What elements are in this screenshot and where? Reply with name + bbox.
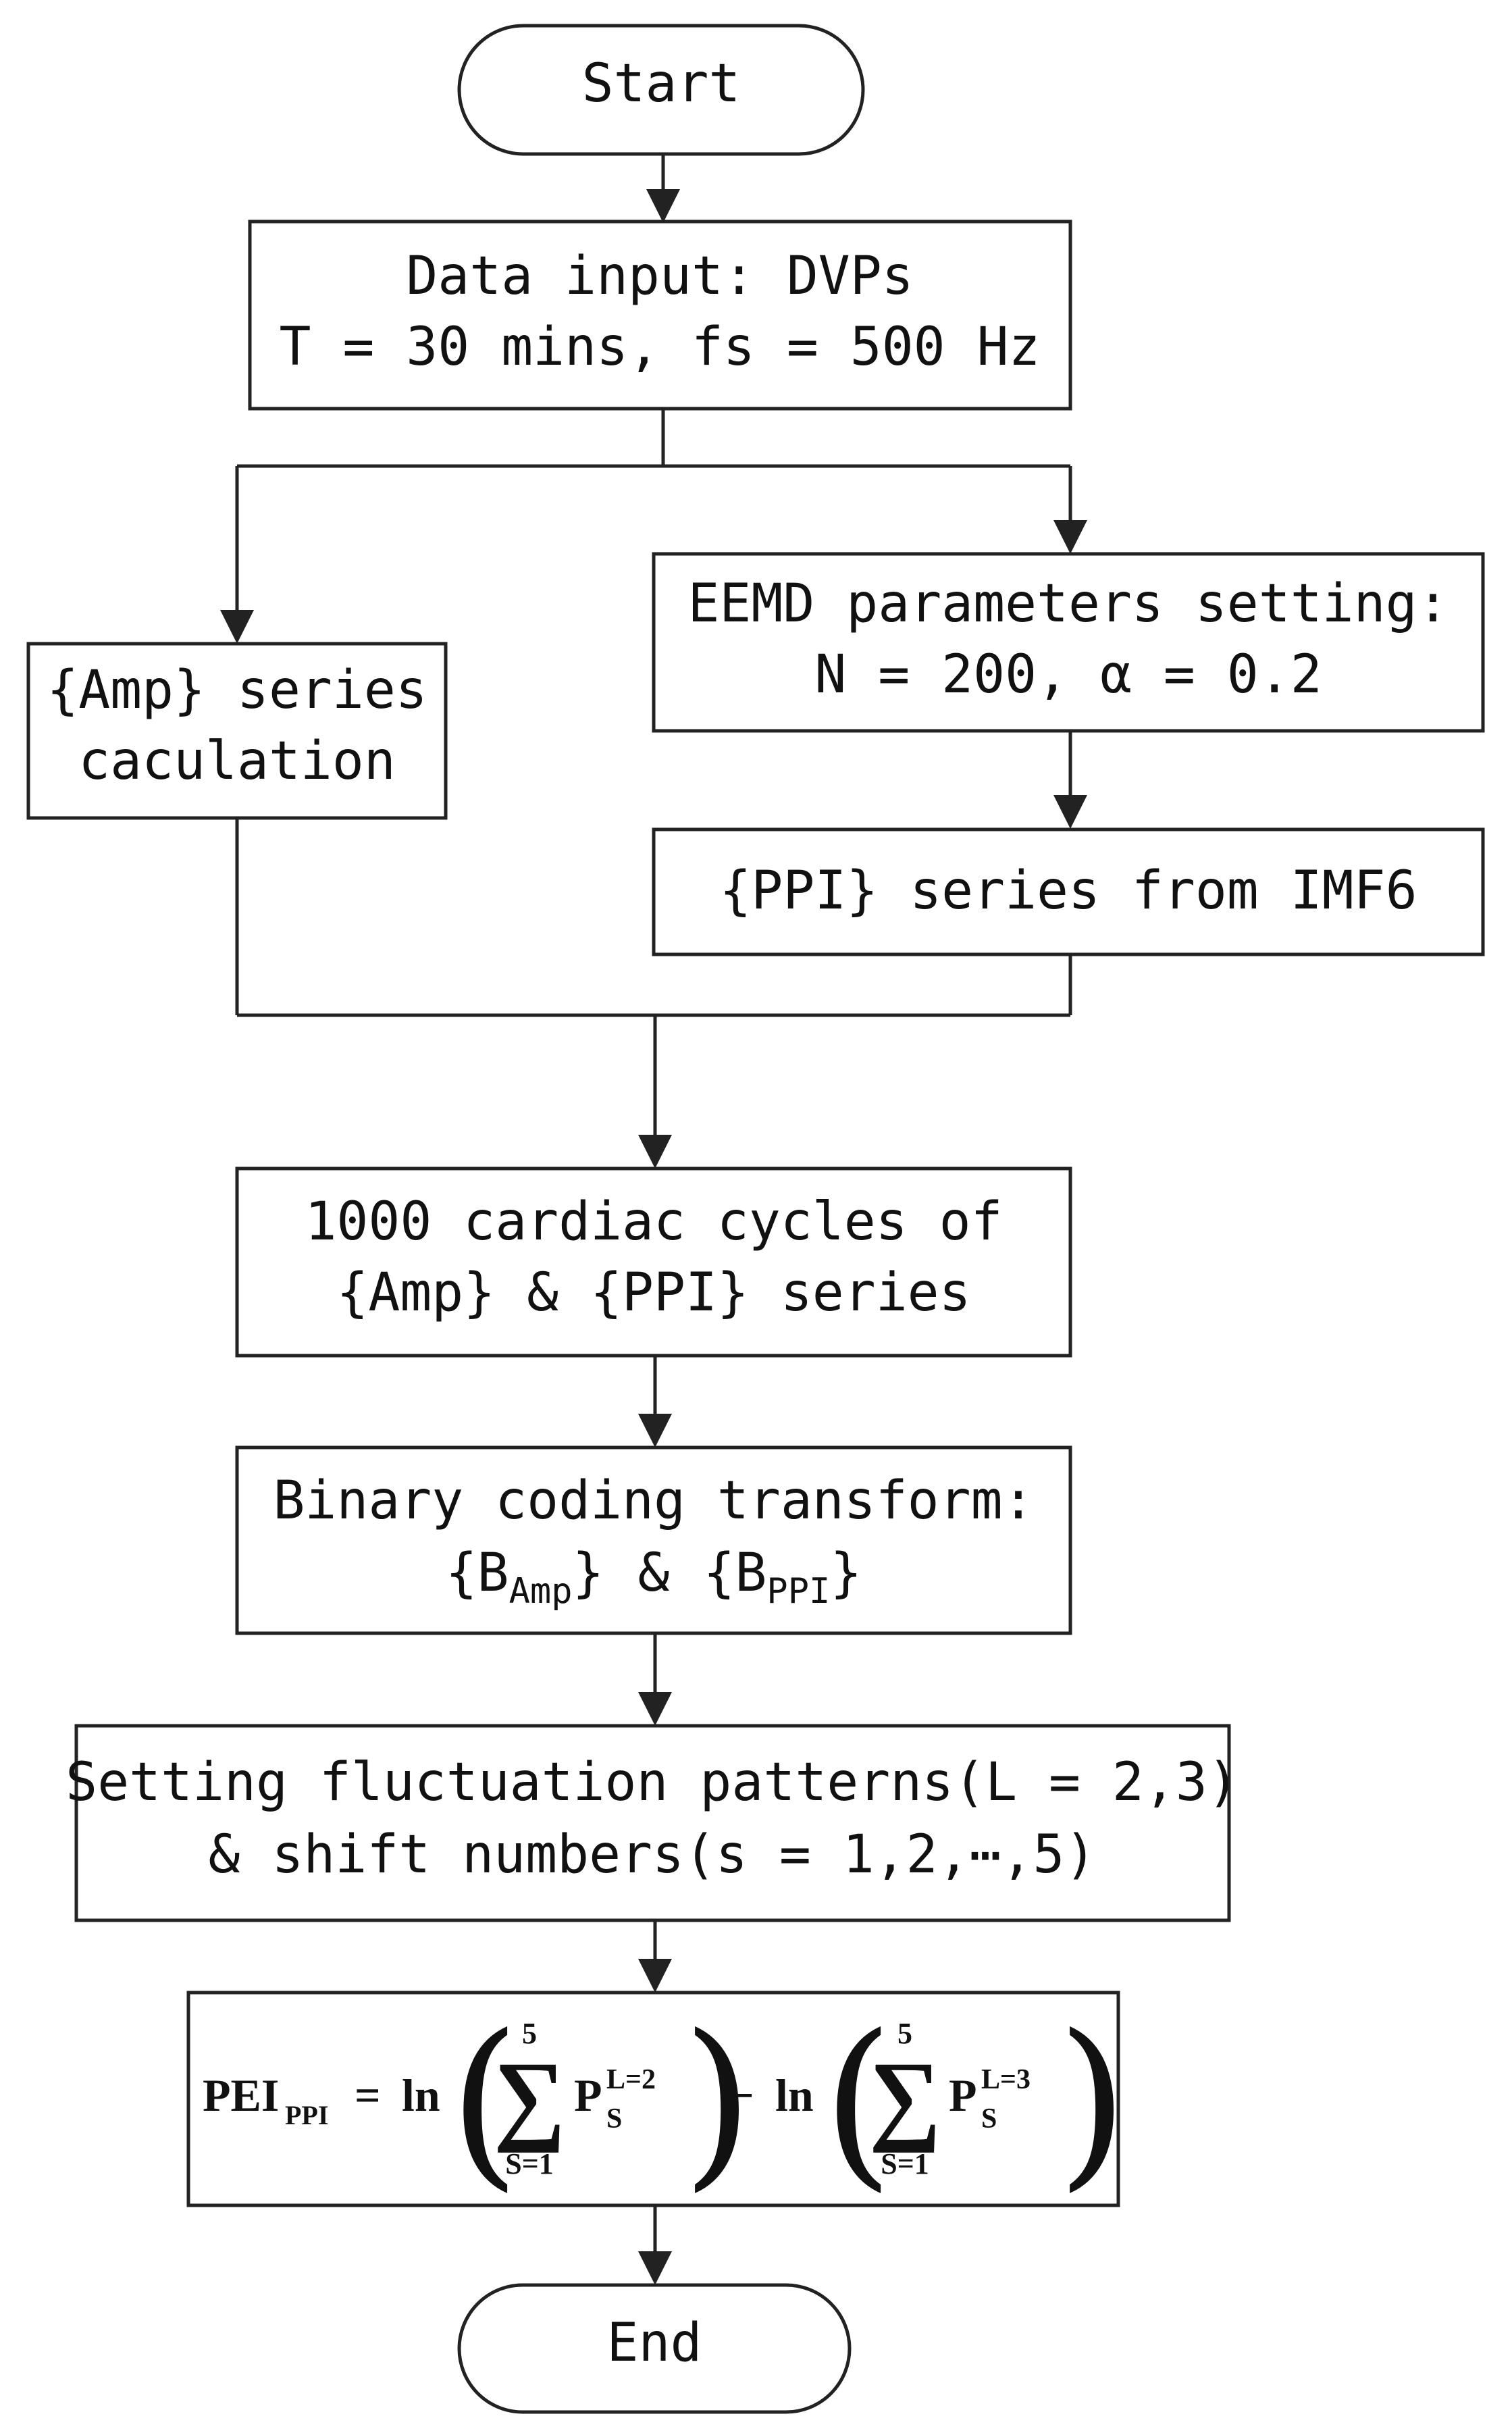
formula-sum-bottom-2: S=1 — [881, 2147, 929, 2180]
binary-sub1: Amp — [509, 1571, 573, 1612]
formula-p-2: P — [949, 2070, 977, 2121]
formula-sum-top-2: 5 — [897, 2017, 912, 2050]
formula-lhs-sub: PPI — [285, 2100, 328, 2130]
cycles-node: 1000 cardiac cycles of {Amp} & {PPI} ser… — [235, 1167, 1072, 1358]
amp-line1: {Amp} series — [47, 660, 427, 721]
eemd-node: EEMD parameters setting: N = 200, α = 0.… — [652, 552, 1485, 733]
binary-close2: } — [830, 1543, 862, 1604]
end-label: End — [607, 2313, 702, 2374]
binary-open2: {B — [703, 1543, 766, 1604]
patterns-line2: & shift numbers(s = 1,2,⋯,5) — [209, 1824, 1097, 1885]
patterns-line1: Setting fluctuation patterns(L = 2,3) — [66, 1752, 1239, 1813]
ppi-label: {PPI} series from IMF6 — [719, 861, 1417, 921]
binary-open1: {B — [446, 1543, 509, 1604]
start-node: Start — [457, 24, 865, 156]
cycles-line2: {Amp} & {PPI} series — [336, 1262, 970, 1323]
binary-amp-sep: & — [638, 1543, 670, 1604]
formula-ln-2: ln — [775, 2070, 814, 2121]
formula-paren-open-2: ( — [823, 1995, 893, 2208]
data-input-line1: Data input: DVPs — [406, 246, 913, 307]
formula-node: PEI PPI = ln ( 5 ∑ S=1 P L=2 S ) − ln ( … — [186, 1991, 1128, 2208]
formula-sum-symbol-2: ∑ — [869, 2041, 941, 2153]
formula-lhs: PEI — [203, 2070, 279, 2121]
amp-node: {Amp} series caculation — [26, 642, 448, 820]
data-input-line2: T = 30 mins, fs = 500 Hz — [279, 317, 1040, 378]
formula-p-1: P — [574, 2070, 602, 2121]
formula-sum-top-1: 5 — [522, 2017, 537, 2050]
edges — [220, 154, 1087, 2285]
formula-p-sub-2: S — [981, 2103, 997, 2134]
formula-minus: − — [728, 2070, 754, 2121]
binary-sub2: PPI — [766, 1571, 830, 1612]
formula-p-sub-1: S — [606, 2103, 622, 2134]
cycles-line1: 1000 cardiac cycles of — [305, 1191, 1002, 1252]
binary-node: Binary coding transform: {BAmp}&{BPPI} — [235, 1445, 1072, 1635]
amp-line2: caculation — [78, 731, 396, 792]
formula-paren-close-1: ) — [682, 1995, 753, 2208]
end-node: End — [457, 2283, 852, 2414]
formula-sum-bottom-1: S=1 — [505, 2147, 554, 2180]
patterns-node: Setting fluctuation patterns(L = 2,3) & … — [66, 1724, 1239, 1922]
binary-line1: Binary coding transform: — [273, 1470, 1034, 1531]
formula-p-sup-2: L=3 — [981, 2064, 1031, 2095]
formula-p-sup-1: L=2 — [606, 2064, 656, 2095]
formula-sum-symbol-1: ∑ — [494, 2041, 566, 2153]
eemd-line2: N = 200, α = 0.2 — [814, 644, 1322, 705]
data-input-node: Data input: DVPs T = 30 mins, fs = 500 H… — [248, 220, 1072, 411]
formula-paren-close-2: ) — [1057, 1995, 1128, 2208]
ppi-node: {PPI} series from IMF6 — [652, 827, 1485, 956]
binary-close1: } — [573, 1543, 604, 1604]
start-label: Start — [582, 53, 741, 114]
eemd-line1: EEMD parameters setting: — [687, 573, 1449, 634]
formula-paren-open-1: ( — [449, 1995, 520, 2208]
formula-ln-1: ln — [402, 2070, 440, 2121]
binary-line2: {BAmp}&{BPPI} — [446, 1543, 862, 1612]
formula-eq: = — [355, 2070, 381, 2121]
